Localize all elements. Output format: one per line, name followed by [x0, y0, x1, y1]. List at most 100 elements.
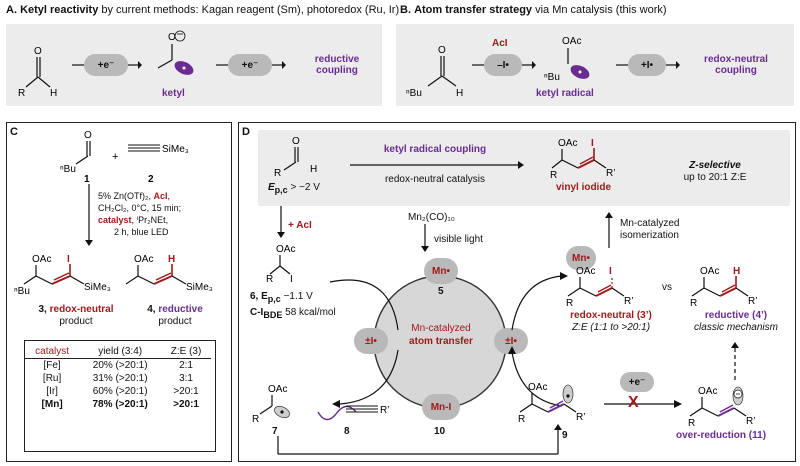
svg-text:R’: R’ [746, 416, 755, 426]
svg-text:R: R [518, 414, 525, 425]
svg-text:O: O [292, 136, 300, 147]
svg-text:O: O [168, 32, 176, 43]
panel-c-table-box: catalyst yield (3:4) Z:E (3) [Fe]20% (>2… [24, 340, 216, 452]
cond-line2: CH₂Cl₂, 0°C, 15 min; [98, 203, 182, 213]
aldehyde-o: O [34, 46, 42, 57]
svg-text:R’: R’ [380, 405, 389, 416]
panel-d-add-aci: + AcI [288, 220, 312, 231]
panel-d-compound-7: OAc R [252, 384, 290, 425]
panel-d-over-reduction: over-reduction (11) [676, 430, 767, 441]
panel-d-red-label: reductive (4’) classic mechanism [694, 310, 778, 333]
svg-text:R: R [690, 298, 697, 306]
panel-a-letter: A. [6, 4, 17, 16]
panel-d-letter: D [242, 126, 250, 138]
svg-text:I: I [290, 274, 293, 284]
svg-text:OAc: OAc [698, 386, 717, 397]
svg-text:R: R [550, 170, 557, 178]
svg-text:OAc: OAc [558, 138, 577, 149]
table-header-ze: Z:E (3) [170, 346, 202, 357]
svg-text:OAc: OAc [562, 36, 581, 47]
panel-b-ketyl-radical-label: ketyl radical [536, 88, 594, 99]
panel-d-compound-6-info: 6, Ep,c −1.1 V C-IBDE 58 kcal/mol [250, 291, 336, 320]
panel-a-title-bold: Ketyl reactivity [20, 4, 99, 16]
svg-text:O: O [438, 45, 446, 56]
svg-text:1: 1 [84, 174, 90, 184]
panel-d-e-add-pill: +e⁻ [620, 372, 654, 392]
panel-b-reagent: AcI [492, 38, 508, 49]
svg-text:H: H [733, 266, 740, 277]
panel-c-conditions: 5% Zn(OTf)₂, AcI, CH₂Cl₂, 0°C, 15 min; c… [98, 190, 228, 238]
panel-d-label-7: 7 [272, 426, 278, 437]
panel-d-main-arrow [350, 161, 524, 169]
svg-text:ⁿBu: ⁿBu [14, 286, 30, 297]
panel-b-step1-label: –I• [497, 59, 509, 71]
panel-d-product-3p: OAc I R’ R [566, 266, 633, 306]
svg-text:R: R [688, 418, 695, 426]
svg-text:OAc: OAc [528, 382, 547, 393]
panel-d-cross-mark: X [628, 394, 639, 411]
panel-d-compound-6: OAc R I [266, 244, 295, 284]
panel-c-product-4: OAc H SiMe₃ [125, 254, 213, 293]
panel-b-ketyl-radical-structure: OAc ⁿBu [544, 36, 590, 83]
panel-d-epc: Ep,c > −2 V [268, 182, 320, 195]
table-row: [Mn]78% (>20:1)>20:1 [41, 399, 199, 410]
svg-text:I: I [67, 254, 70, 265]
panel-d-vinyl-iodide-label: vinyl iodide [556, 182, 612, 193]
panel-c-down-arrow [85, 184, 93, 246]
panel-a-product: reductive coupling [314, 54, 360, 76]
panel-b-title-rest: via Mn catalysis (this work) [532, 4, 667, 16]
aldehyde-h: H [50, 88, 57, 99]
svg-text:SiMe₃: SiMe₃ [84, 282, 111, 293]
svg-text:OAc: OAc [134, 254, 153, 265]
cycle-node-left-iodine: ±I• [354, 328, 388, 354]
panel-d-frame [238, 122, 796, 462]
panel-d-arrow-top-label: ketyl radical coupling [383, 144, 487, 155]
aldehyde-r: R [18, 88, 25, 99]
panel-b-letter: B. [400, 4, 411, 16]
panel-d-mn2co10: Mn₂(CO)₁₀ [408, 212, 455, 223]
panel-b-arrow2 [616, 61, 680, 69]
panel-c-product-3: OAc I SiMe₃ ⁿBu [14, 254, 111, 297]
panel-d-compound-9: OAc R’ R [518, 382, 585, 425]
panel-d-vs: vs [662, 282, 672, 293]
panel-d-aldehyde: O R H [274, 136, 317, 178]
cond-line1: 5% Zn(OTf)₂, AcI, [98, 191, 171, 201]
svg-text:ⁿBu: ⁿBu [60, 164, 76, 175]
panel-b-step1-pill: –I• [484, 54, 522, 76]
table-row: [Fe]20% (>20:1)2:1 [43, 360, 193, 371]
panel-c-reactants: O ⁿBu 1 + SiMe₃ 2 [60, 130, 189, 184]
panel-d-down-arrow-light [421, 224, 429, 252]
panel-d-dashed-arrow [731, 342, 739, 382]
cond-line4: 2 h, blue LED [114, 227, 169, 237]
panel-c-frame [6, 122, 232, 462]
panel-a-aldehyde: O R H [18, 46, 57, 99]
cycle-node-mn-radical: Mn• [424, 258, 458, 284]
panel-a-ketyl-structure: O [157, 30, 194, 75]
cond-line3: catalyst, ⁱPr₂NEt, [98, 215, 169, 225]
panel-a-title-rest: by current methods: Kagan reagent (Sm), … [98, 4, 400, 16]
svg-text:SiMe₃: SiMe₃ [162, 144, 189, 155]
panel-a-step1-label: +e⁻ [97, 59, 115, 71]
panel-b-aldehyde: O ⁿBu H [406, 45, 463, 99]
panel-a-step1-pill: +e⁻ [84, 54, 128, 76]
svg-text:OAc: OAc [576, 266, 595, 277]
panel-d-crossed-arrow [604, 400, 682, 408]
svg-text:OAc: OAc [268, 384, 287, 395]
svg-text:I: I [609, 266, 612, 277]
table-header-yield: yield (3:4) [98, 346, 143, 357]
svg-text:SiMe₃: SiMe₃ [186, 282, 213, 293]
svg-text:OAc: OAc [276, 244, 295, 255]
svg-text:R’: R’ [606, 168, 615, 178]
panel-c-product-3-label: 3, redox-neutral product [38, 304, 114, 327]
panel-d-vinyl-iodide: OAc I R’ R [550, 138, 615, 178]
panel-b-box [396, 24, 794, 106]
table-header-catalyst: catalyst [35, 346, 70, 357]
panel-d-zselective: Z-selective up to 20:1 Z:E [683, 160, 747, 183]
svg-text:R: R [566, 298, 573, 306]
svg-text:OAc: OAc [700, 266, 719, 277]
svg-text:H: H [310, 164, 317, 175]
svg-text:I: I [591, 138, 594, 149]
panel-d-arrow-bottom-label: redox-neutral catalysis [384, 174, 486, 185]
svg-text:ⁿBu: ⁿBu [544, 72, 560, 83]
panel-d-top-box [258, 130, 790, 206]
